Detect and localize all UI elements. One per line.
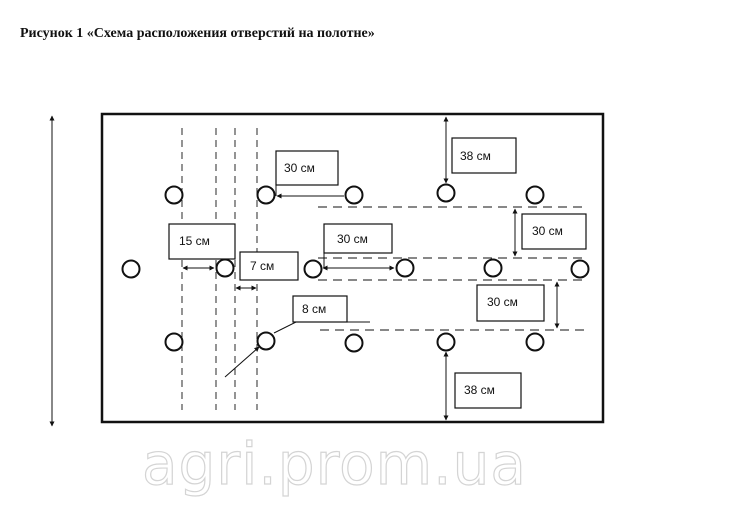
dimension-labels: 38 см 30 см 15 см 30 см 30 см 7 см 8 см	[168, 137, 587, 409]
hole	[436, 332, 456, 352]
fabric-panel	[100, 112, 605, 424]
hole	[525, 332, 545, 352]
label-30-right-top: 30 см	[521, 213, 587, 250]
hole	[570, 259, 590, 279]
label-30-middle: 30 см	[323, 223, 393, 254]
dim-arrow-8	[224, 346, 260, 378]
holes	[121, 183, 590, 353]
hole	[344, 185, 364, 205]
dim-leader-8	[273, 321, 370, 334]
watermark-text: agri.prom.ua	[142, 430, 527, 498]
label-30-right-top-text: 30 см	[532, 224, 563, 238]
hole	[164, 332, 184, 352]
hole	[164, 185, 184, 205]
hole	[215, 258, 235, 278]
label-15: 15 см	[168, 223, 236, 260]
label-8: 8 см	[292, 295, 348, 323]
figure-caption: Рисунок 1 «Схема расположения отверстий …	[20, 26, 375, 41]
label-7: 7 см	[239, 251, 299, 281]
label-30-right-bottom-text: 30 см	[487, 295, 518, 309]
label-38-top-text: 38 см	[460, 149, 491, 163]
label-30-right-bottom: 30 см	[476, 284, 545, 322]
label-38-bottom: 38 см	[454, 372, 522, 409]
hole	[436, 183, 456, 203]
label-30-middle-text: 30 см	[337, 232, 368, 246]
hole	[483, 258, 503, 278]
label-30-upper-left: 30 см	[275, 150, 339, 186]
label-8-text: 8 см	[302, 302, 326, 316]
label-15-text: 15 см	[179, 234, 210, 248]
hole	[256, 331, 276, 351]
label-38-bottom-text: 38 см	[464, 383, 495, 397]
vertical-guides	[181, 128, 258, 410]
hole	[121, 259, 141, 279]
hole	[303, 259, 323, 279]
label-7-text: 7 см	[250, 259, 274, 273]
label-38-top: 38 см	[451, 137, 517, 174]
hole	[256, 185, 276, 205]
hole	[395, 258, 415, 278]
hole	[344, 333, 364, 353]
hole	[525, 185, 545, 205]
label-30-upper-left-text: 30 см	[284, 161, 315, 175]
